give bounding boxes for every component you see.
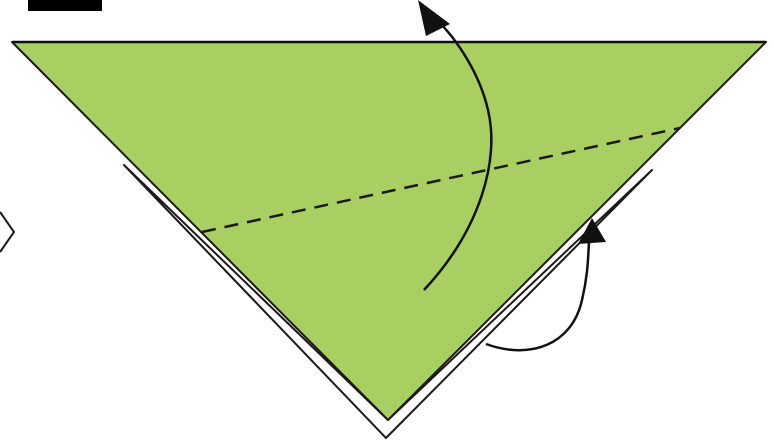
curved-arrow-up-icon (423, 17, 493, 291)
step-number-marker (28, 0, 102, 11)
front-paper-layer (11, 41, 767, 421)
curved-arrow-head (578, 218, 606, 244)
fold-line (201, 126, 681, 234)
diamond-corner-icon (0, 211, 16, 253)
back-paper-layer (123, 164, 653, 439)
curved-arrow-up-head (418, 0, 450, 36)
curved-arrow-icon (485, 241, 591, 352)
